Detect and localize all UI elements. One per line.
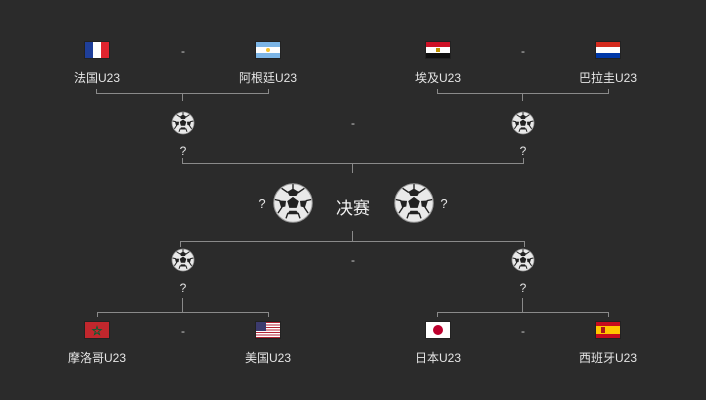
semifinal-winner-placeholder: ? — [179, 281, 187, 295]
bracket-line — [180, 241, 181, 247]
team-name: 美国U23 — [244, 351, 291, 365]
bracket-line — [96, 89, 97, 94]
bracket-line — [97, 312, 98, 317]
team-argentina[interactable]: 阿根廷U23 — [223, 42, 313, 86]
bracket-line — [522, 298, 523, 313]
bracket-line — [268, 312, 269, 317]
final-team-placeholder: ? — [440, 196, 448, 211]
team-paraguay[interactable]: 巴拉圭U23 — [563, 42, 653, 86]
team-japan[interactable]: 日本U23 — [393, 322, 483, 366]
bracket-line — [437, 93, 609, 94]
egypt-flag-icon — [426, 42, 450, 58]
team-name: 巴拉圭U23 — [578, 71, 637, 85]
team-name: 日本U23 — [414, 351, 461, 365]
soccer-ball-icon — [511, 111, 535, 135]
bracket-line — [437, 312, 438, 317]
soccer-ball-icon — [511, 248, 535, 272]
bracket-line — [182, 158, 183, 164]
team-name: 西班牙U23 — [578, 351, 637, 365]
bracket-line — [182, 163, 524, 164]
team-name: 摩洛哥U23 — [67, 351, 126, 365]
team-spain[interactable]: 西班牙U23 — [563, 322, 653, 366]
team-name: 法国U23 — [73, 71, 120, 85]
bracket-line — [437, 312, 609, 313]
match-separator: - — [521, 44, 525, 58]
bracket-line — [437, 89, 438, 94]
bracket-line — [180, 241, 525, 242]
match-separator: - — [181, 324, 185, 338]
bracket-line — [182, 93, 183, 101]
team-name: 阿根廷U23 — [238, 71, 297, 85]
final-team-placeholder: ? — [258, 196, 266, 211]
semifinal-separator: - — [351, 253, 355, 267]
soccer-ball-icon — [394, 183, 434, 223]
soccer-ball-icon — [273, 183, 313, 223]
semifinal-winner-placeholder: ? — [179, 144, 187, 158]
argentina-flag-icon — [256, 42, 280, 58]
team-egypt[interactable]: 埃及U23 — [393, 42, 483, 86]
team-usa[interactable]: 美国U23 — [223, 322, 313, 366]
paraguay-flag-icon — [596, 42, 620, 58]
match-separator: - — [181, 44, 185, 58]
spain-flag-icon — [596, 322, 620, 338]
bracket-line — [97, 312, 269, 313]
bracket-line — [268, 89, 269, 94]
bracket-line — [352, 231, 353, 242]
bracket-line — [523, 158, 524, 164]
semifinal-winner-placeholder: ? — [519, 281, 527, 295]
final-label: 决赛 — [336, 199, 370, 218]
bracket-line — [352, 163, 353, 173]
semifinal-winner-placeholder: ? — [519, 144, 527, 158]
france-flag-icon — [85, 42, 109, 58]
bracket-line — [608, 312, 609, 317]
soccer-ball-icon — [171, 248, 195, 272]
usa-flag-icon — [256, 322, 280, 338]
bracket-line — [524, 241, 525, 247]
team-france[interactable]: 法国U23 — [52, 42, 142, 86]
match-separator: - — [521, 324, 525, 338]
soccer-ball-icon — [171, 111, 195, 135]
semifinal-separator: - — [351, 116, 355, 130]
bracket-line — [608, 89, 609, 94]
bracket-line — [522, 93, 523, 101]
japan-flag-icon — [426, 322, 450, 338]
morocco-flag-icon — [85, 322, 109, 338]
team-name: 埃及U23 — [414, 71, 461, 85]
bracket-line — [182, 298, 183, 313]
team-morocco[interactable]: 摩洛哥U23 — [52, 322, 142, 366]
